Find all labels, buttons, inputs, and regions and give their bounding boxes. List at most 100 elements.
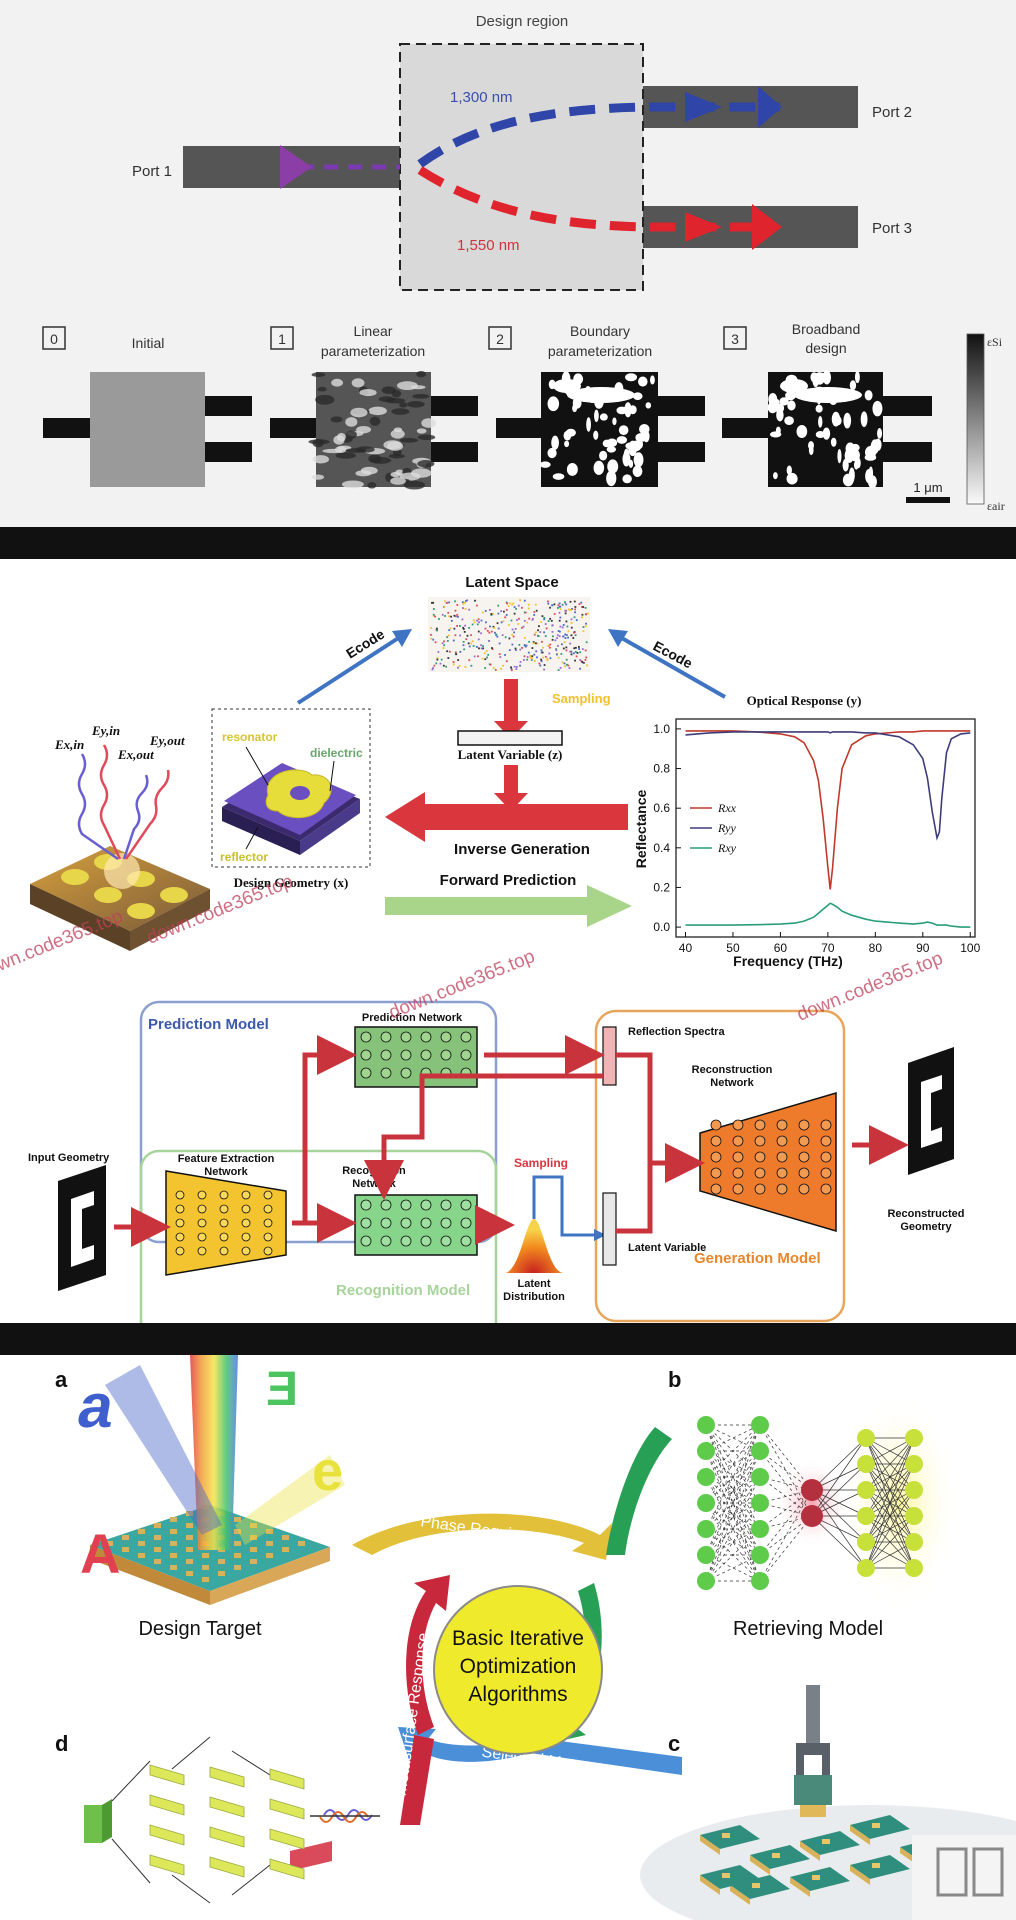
noise-dot [497,612,500,615]
noise-dot [432,608,435,610]
noise-dot [584,606,587,609]
noise-dot [514,628,517,630]
network-edge [705,1502,761,1556]
noise-dot [547,644,550,647]
meta-atom-pillar [722,1833,730,1838]
chart-ylabel: Reflectance [633,789,649,868]
colorbar-top-label: εSi [987,335,1003,349]
noise-dot [555,648,557,651]
network-node [820,1183,832,1195]
noise-dot [557,669,560,671]
conv-layer [209,1826,245,1848]
network-node [776,1135,788,1147]
noise-dot [504,616,507,619]
meta-atom-pillar [170,1553,177,1558]
reconstructed-geometry-label: Reconstructed [887,1208,964,1220]
noise-dot [491,648,494,651]
pattern-blob [818,416,823,428]
noise-dot [432,601,435,604]
noise-dot [529,656,532,659]
noise-dot [443,640,445,643]
network-node [360,1067,372,1079]
conv-layer [269,1768,305,1790]
noise-dot [514,647,517,650]
noise-dot [565,634,568,636]
noise-dot [584,658,587,661]
network-edge [865,1437,915,1517]
inverse-generation-arrow-icon [385,792,425,842]
pattern-blob [843,412,852,429]
stage-number: 3 [731,331,739,347]
noise-dot [463,630,466,633]
meta-atom-pillar [202,1553,209,1558]
reconstruction-network-label: Reconstruction [692,1064,773,1076]
noise-dot [463,648,466,651]
noise-dot [457,666,459,669]
ecode-left-label: Ecode [343,626,387,662]
network-node [175,1218,185,1228]
design-target-label: Design Target [138,1618,261,1640]
network-node [801,1479,823,1501]
pattern-blob [355,470,372,477]
noise-dot [497,627,500,630]
network-edge [705,1528,761,1556]
network-node [420,1199,432,1211]
meta-atom-pillar [154,1547,161,1552]
noise-dot [513,631,516,634]
network-node [857,1533,875,1551]
pattern-blob [864,390,873,401]
noise-dot [570,622,573,624]
network-edge [705,1502,761,1582]
noise-dot [510,666,512,669]
pattern-blob [594,409,599,423]
meta-atom-pillar [298,1541,305,1546]
meta-atom-tile-edge [730,1885,750,1905]
noise-dot [448,650,451,653]
down-arrow-icon [494,793,528,811]
noise-dot [533,653,536,656]
letter-a: a [73,1371,121,1440]
pattern-blob [877,427,883,439]
noise-dot [558,619,561,622]
noise-dot [541,640,543,643]
recognition-network [354,1194,478,1256]
noise-dot [572,637,575,639]
picked-meta-atom [794,1775,832,1805]
noise-dot [557,656,560,659]
pattern-blob [815,430,826,438]
network-edge [705,1476,761,1556]
noise-dot [485,650,488,652]
noise-dot [457,615,459,618]
noise-dot [447,601,449,604]
noise-dot [441,613,444,616]
network-node [175,1232,185,1242]
network-node [820,1119,832,1131]
noise-dot [436,627,438,630]
network-node [732,1183,744,1195]
noise-dot [464,665,467,668]
reflection-spectra-label: Reflection Spectra [628,1026,725,1038]
pattern-blob [612,417,617,426]
network-edge [705,1476,761,1530]
noise-dot [498,642,501,645]
pattern-blob [822,427,831,440]
noise-dot [462,628,465,630]
noise-dot [553,603,556,606]
port1-label: Port 1 [132,163,172,180]
prediction-network-label: Prediction Network [362,1012,463,1024]
noise-dot [525,644,528,647]
network-node [219,1246,229,1256]
panel-label-a: a [55,1367,68,1392]
pattern-blob [378,396,395,402]
linear-pattern [308,370,437,490]
noise-dot [571,608,573,610]
pattern-blob [779,397,789,406]
network-node [905,1481,923,1499]
noise-dot [527,651,530,654]
network-node [697,1468,715,1486]
network-node [263,1232,273,1242]
pattern-blob [399,437,419,443]
pattern-blob [539,461,551,468]
reflected-wave-x [122,774,149,860]
